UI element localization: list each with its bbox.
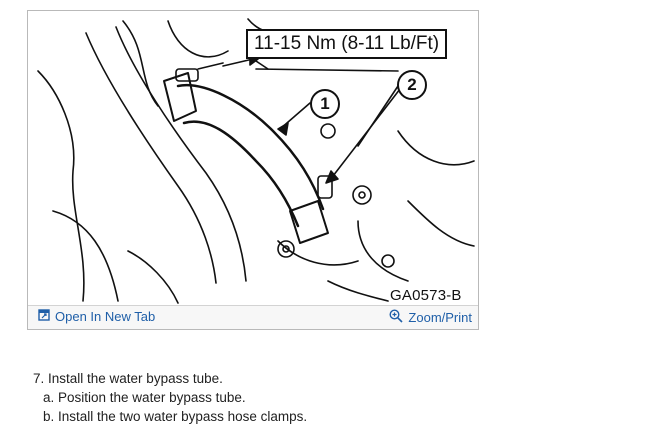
step-7a: a. Position the water bypass tube. [43,390,246,405]
diagram-figure: 11-15 Nm (8-11 Lb/Ft) 1 2 GA0573-B Open … [27,10,479,330]
open-in-new-tab-icon [38,309,50,324]
zoom-print-label: Zoom/Print [408,310,472,325]
open-in-new-tab-label: Open In New Tab [55,309,156,324]
callout-1: 1 [310,89,340,119]
zoom-in-icon [389,309,403,326]
water-bypass-tube-diagram [37,18,475,304]
instruction-steps: 7. Install the water bypass tube. a. Pos… [33,369,307,426]
figure-toolbar: Open In New Tab Zoom/Print [28,305,478,329]
torque-spec-label: 11-15 Nm (8-11 Lb/Ft) [246,29,448,59]
step-7b: b. Install the two water bypass hose cla… [43,409,308,424]
zoom-print-link[interactable]: Zoom/Print [389,309,472,326]
figure-code: GA0573-B [390,287,462,304]
step-7: 7. Install the water bypass tube. [33,371,223,386]
open-in-new-tab-link[interactable]: Open In New Tab [38,309,155,324]
callout-2: 2 [397,70,427,100]
